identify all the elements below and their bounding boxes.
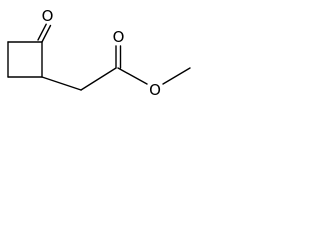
ketone-double-bond: [37, 23, 52, 43]
ester-oxygen-to-methyl-bond: [162, 67, 191, 85]
cyclobutanone-ring: [7, 41, 43, 78]
ch2-to-carbonyl-bond: [80, 67, 117, 91]
ketone-oxygen-label: O: [42, 7, 54, 25]
ester-carbonyl-double-bond: [115, 45, 122, 69]
ring-to-ch2-bond: [41, 76, 82, 91]
molecular-structure-diagram: O O O: [7, 7, 191, 99]
carbonyl-to-ester-oxygen-bond: [117, 67, 148, 85]
carbonyl-oxygen-label: O: [113, 28, 125, 46]
ester-oxygen-label: O: [149, 81, 161, 99]
